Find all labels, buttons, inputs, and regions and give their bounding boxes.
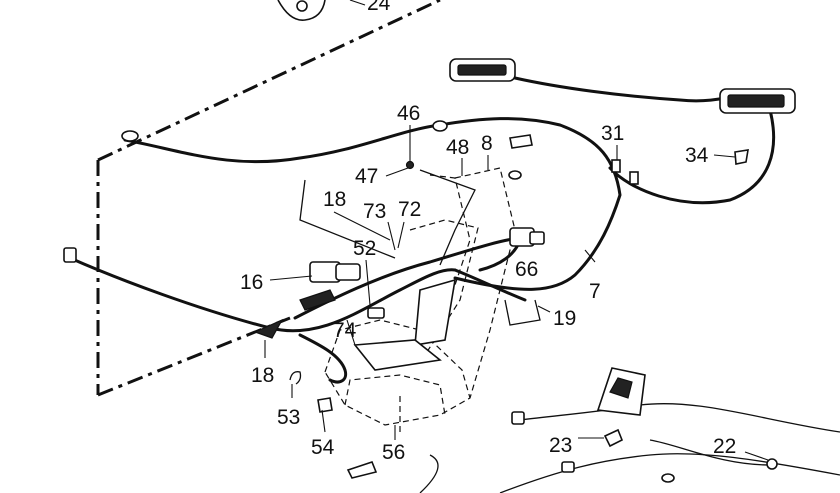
callout-56: 56 bbox=[382, 441, 405, 464]
callout-18-upper: 18 bbox=[323, 188, 346, 211]
callout-73: 73 bbox=[363, 200, 386, 223]
callout-47: 47 bbox=[355, 165, 378, 188]
callout-74: 74 bbox=[333, 319, 357, 342]
callout-46: 46 bbox=[397, 102, 420, 125]
callout-53: 53 bbox=[277, 406, 300, 429]
callout-labels: 24 46 8 48 31 34 47 18 73 72 52 16 66 7 … bbox=[240, 0, 736, 464]
callout-22: 22 bbox=[713, 435, 736, 458]
callout-52: 52 bbox=[353, 237, 376, 260]
callout-18-lower: 18 bbox=[251, 364, 274, 387]
callout-48: 48 bbox=[446, 136, 469, 159]
fuse-block-16 bbox=[299, 261, 361, 311]
lamp-unit-left bbox=[449, 58, 516, 82]
seat-outline bbox=[324, 167, 516, 432]
clip-54 bbox=[317, 397, 333, 413]
clip-31 bbox=[611, 159, 639, 185]
leader-lines bbox=[264, 0, 769, 461]
callout-34: 34 bbox=[685, 144, 709, 167]
wiring-harness bbox=[68, 76, 840, 493]
fastener-46 bbox=[405, 160, 415, 170]
grommet-upper-left bbox=[121, 130, 139, 142]
callout-24: 24 bbox=[367, 0, 391, 15]
connector-right-lower bbox=[511, 411, 675, 483]
connector-56 bbox=[346, 461, 378, 479]
callout-31: 31 bbox=[601, 122, 624, 145]
seat-cushion-pad bbox=[353, 278, 456, 371]
lamp-unit-right bbox=[719, 88, 796, 114]
callout-54: 54 bbox=[311, 436, 335, 459]
callout-72: 72 bbox=[398, 198, 421, 221]
top-grommet-part bbox=[277, 0, 326, 21]
callout-66: 66 bbox=[515, 258, 538, 281]
tail-lamp-housing bbox=[596, 367, 646, 416]
clip-34 bbox=[734, 149, 749, 165]
clip-53 bbox=[289, 371, 302, 385]
clip-23 bbox=[603, 428, 624, 448]
arrow-indicator bbox=[253, 318, 284, 339]
plug-left-end bbox=[63, 247, 77, 263]
callout-16: 16 bbox=[240, 271, 263, 294]
clip-top bbox=[432, 120, 533, 180]
callout-23: 23 bbox=[549, 434, 572, 457]
connector-plug-66 bbox=[509, 227, 545, 247]
grommet-22 bbox=[766, 458, 778, 470]
callout-19: 19 bbox=[553, 307, 576, 330]
callout-8: 8 bbox=[481, 132, 493, 155]
connector-74 bbox=[367, 307, 385, 319]
callout-7: 7 bbox=[589, 280, 601, 303]
